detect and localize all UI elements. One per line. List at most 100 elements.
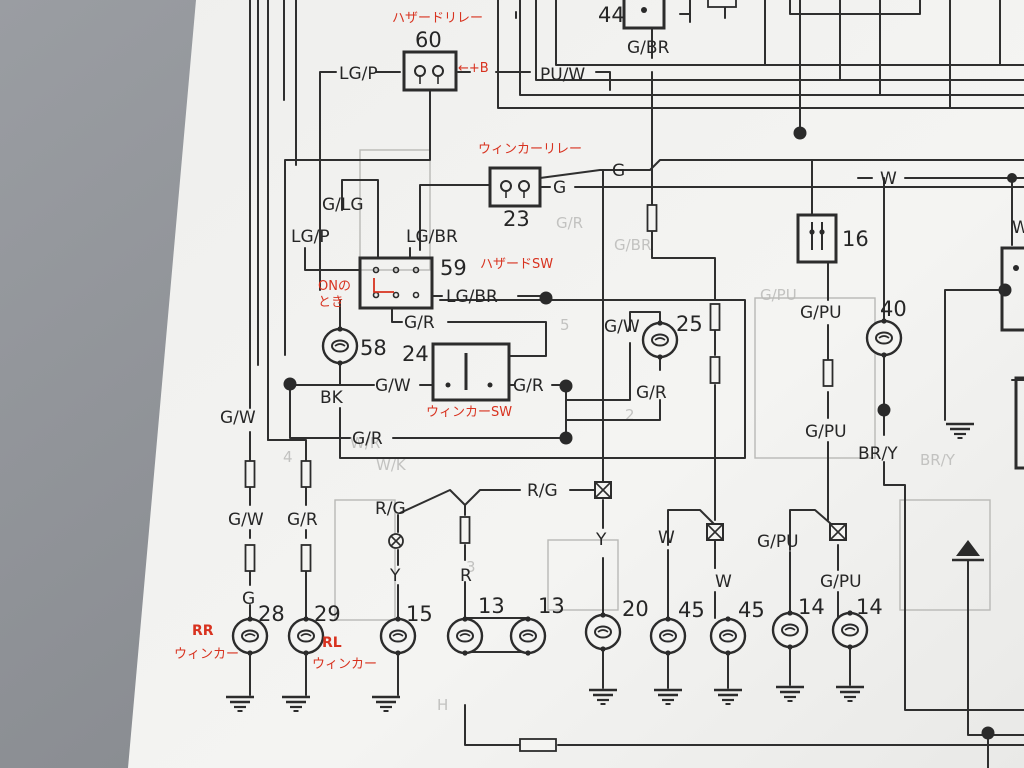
lamp-13b: [509, 615, 547, 657]
wire-label-gw3: G/W: [220, 408, 256, 428]
note-winker-sw: ウィンカーSW: [426, 405, 512, 420]
note-rl: RL: [322, 635, 342, 651]
wire-label-w1: W: [658, 528, 675, 548]
note-rr: RR: [192, 623, 214, 639]
wire-label-g-b: G: [553, 178, 566, 198]
right-edge-boxes: [1000, 246, 1024, 470]
wire-label-g-a: G: [612, 161, 625, 181]
num-13a: 13: [478, 594, 505, 618]
num-58: 58: [360, 336, 387, 360]
connectors: [388, 481, 847, 549]
wire-label-puw: PU/W: [540, 65, 585, 85]
note-hazard-sw: ハザードSW: [480, 257, 553, 272]
num-60: 60: [415, 28, 442, 52]
component-numbers: 44 60 23 59 16 58 24 25 40 28 29 15 13 1…: [258, 3, 907, 626]
svg-text:2: 2: [625, 406, 635, 424]
lamp-45b: [709, 615, 747, 657]
lamp-45a: [649, 615, 687, 657]
num-15: 15: [406, 602, 433, 626]
num-13b: 13: [538, 594, 565, 618]
num-14b: 14: [856, 595, 883, 619]
svg-text:G/BR: G/BR: [614, 236, 651, 254]
wire-label-gbr: G/BR: [627, 38, 670, 58]
wire-label-y1: Y: [389, 566, 401, 586]
wire-label-gpu3: G/PU: [800, 303, 842, 323]
svg-text:H: H: [437, 696, 448, 714]
note-hazard-relay: ハザードリレー: [392, 11, 483, 26]
wire-label-gr3: G/R: [513, 376, 544, 396]
num-29: 29: [314, 602, 341, 626]
wire-label-gpu4: G/PU: [805, 422, 847, 442]
lamp-25: [641, 319, 679, 361]
num-20: 20: [622, 597, 649, 621]
lamp-58: [321, 325, 359, 367]
component-24-winker-switch: [431, 342, 511, 402]
note-plus-b: ←+B: [458, 61, 489, 76]
wire-label-gw2: G/W: [375, 376, 411, 396]
wire-label-gpu2: G/PU: [820, 572, 862, 592]
lamp-40: [865, 317, 903, 359]
note-on-line2: とき: [318, 295, 344, 310]
svg-text:W/R: W/R: [350, 434, 380, 452]
component-16-box: [796, 213, 838, 264]
num-40: 40: [880, 297, 907, 321]
svg-text:G/PU: G/PU: [760, 286, 797, 304]
note-winker-relay: ウィンカーリレー: [478, 142, 582, 157]
inline-resistors: [244, 0, 834, 752]
wire-label-w-top: W: [880, 169, 897, 189]
wire-label-y2: Y: [595, 530, 607, 550]
show-through-text: W/K 4 3 G/R G/BR G/PU W/R H BR/Y 5 2: [283, 149, 991, 714]
wiring: [249, 0, 1024, 768]
wire-label-gr4: G/R: [352, 429, 383, 449]
note-on-line1: ONの: [318, 279, 351, 294]
wire-label-gw1: G/W: [604, 317, 640, 337]
wire-label-glg: G/LG: [322, 195, 364, 215]
wire-label-lgbr: LG/BR: [406, 227, 458, 247]
manual-page: [128, 0, 1024, 768]
wire-label-bry: BR/Y: [858, 444, 898, 464]
lamp-13a: [446, 615, 484, 657]
handwritten-annotations: ハザードリレー ←+B ウィンカーリレー ハザードSW ONの とき ウィンカー…: [174, 11, 582, 672]
wire-label-gr2: G/R: [636, 383, 667, 403]
svg-text:G/R: G/R: [556, 214, 583, 232]
num-24: 24: [402, 342, 429, 366]
wire-label-rg2: R/G: [527, 481, 558, 501]
junction-dots: [283, 126, 1017, 740]
num-28: 28: [258, 602, 285, 626]
wire-label-gr5: G/R: [287, 510, 318, 530]
wire-label-w2: W: [715, 572, 732, 592]
svg-text:W/K: W/K: [376, 456, 407, 474]
num-59: 59: [440, 256, 467, 280]
note-rl-sub: ウィンカー: [312, 657, 377, 672]
num-16: 16: [842, 227, 869, 251]
num-25: 25: [676, 312, 703, 336]
component-60-hazard-relay: [402, 50, 458, 92]
wire-label-r1: R: [460, 566, 472, 586]
wire-label-lgp-top: LG/P: [339, 64, 378, 84]
lamp-20: [584, 611, 622, 653]
svg-text:4: 4: [283, 448, 293, 466]
wire-label-gpu1: G/PU: [757, 532, 799, 552]
wire-label-bk: BK: [320, 388, 344, 408]
component-23-winker-relay: [488, 166, 542, 208]
num-45b: 45: [738, 598, 765, 622]
num-23: 23: [503, 207, 530, 231]
wire-label-gr1: G/R: [404, 313, 435, 333]
num-44: 44: [598, 3, 625, 27]
ground-symbols: [224, 422, 984, 713]
num-14a: 14: [798, 595, 825, 619]
wire-label-g-c: G: [242, 589, 255, 609]
note-rr-sub: ウィンカー: [174, 647, 239, 662]
num-45a: 45: [678, 598, 705, 622]
svg-text:BR/Y: BR/Y: [920, 451, 956, 469]
wire-label-lgp: LG/P: [291, 227, 330, 247]
wire-label-w-right: W: [1012, 218, 1024, 238]
wire-labels: LG/P PU/W G/BR G G W G/LG LG/P LG/BR LG/…: [220, 38, 1024, 609]
wire-label-gw-left: G/W: [228, 510, 264, 530]
svg-text:5: 5: [560, 316, 570, 334]
svg-text:3: 3: [466, 558, 476, 576]
wire-label-lgbr2: LG/BR: [446, 287, 498, 307]
wire-label-rg1: R/G: [375, 499, 406, 519]
component-44-box: [622, 0, 666, 30]
